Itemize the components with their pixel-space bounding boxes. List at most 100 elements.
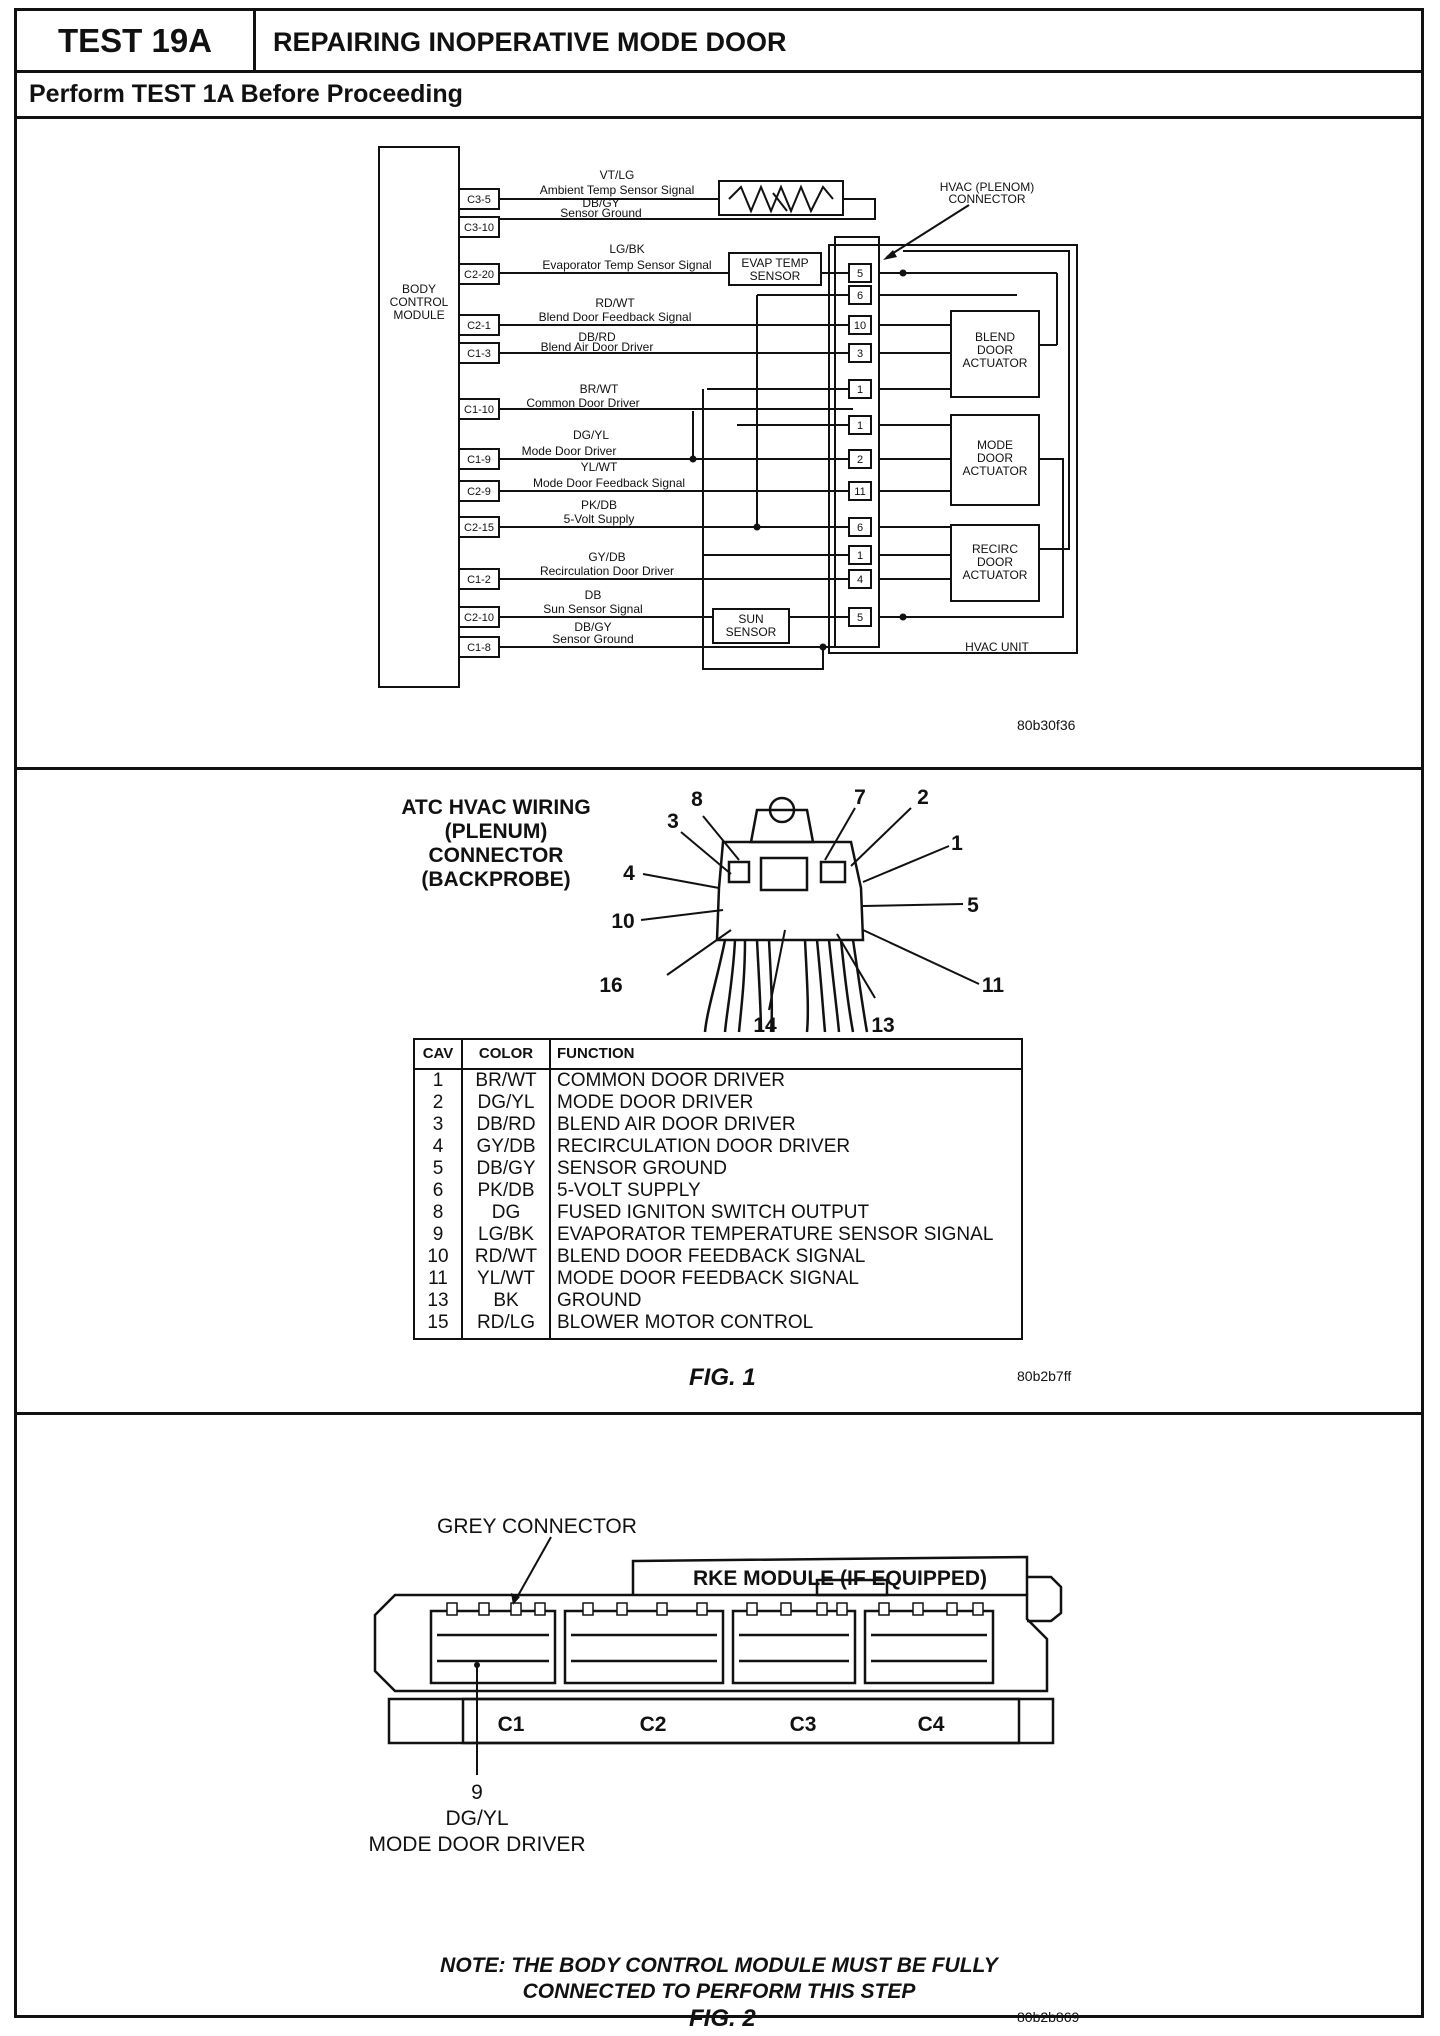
- cell-color: YL/WT: [461, 1268, 551, 1290]
- wire-desc: Sensor Ground: [552, 632, 633, 646]
- cell-cav: 9: [413, 1224, 463, 1246]
- cell-color: PK/DB: [461, 1180, 551, 1202]
- cavity-number: 6: [857, 290, 863, 302]
- callout-16: 16: [599, 974, 622, 997]
- recirc-actuator-label-1: RECIRC: [972, 542, 1018, 556]
- pin-label: C2-1: [467, 320, 491, 332]
- evap-sensor-label-2: SENSOR: [750, 269, 801, 283]
- evap-sensor-box: [728, 252, 822, 286]
- plenum-label-1: HVAC (PLENOM): [940, 180, 1034, 194]
- wire-color: DB/GY: [574, 620, 611, 634]
- cavity-number: 4: [857, 574, 863, 586]
- cell-color: DB/RD: [461, 1114, 551, 1136]
- wire-color: PK/DB: [581, 498, 617, 512]
- bcm-label-2: CONTROL: [390, 295, 449, 309]
- connector-c2: [563, 1609, 725, 1685]
- hvac-unit-label: HVAC UNIT: [965, 640, 1029, 654]
- cell-cav: 8: [413, 1202, 463, 1224]
- col-color: COLOR: [461, 1038, 551, 1070]
- blend-actuator-label-3: ACTUATOR: [963, 356, 1028, 370]
- connector-label-c4: C4: [918, 1713, 945, 1736]
- recirc-actuator-box: [950, 524, 1040, 602]
- cell-cav: 3: [413, 1114, 463, 1136]
- wire-desc: Blend Door Feedback Signal: [539, 310, 692, 324]
- test-prerequisite: Perform TEST 1A Before Proceeding: [17, 73, 1421, 119]
- pin-label: C3-10: [464, 222, 494, 234]
- bcm-label-3: MODULE: [393, 308, 444, 322]
- cell-color: DG: [461, 1202, 551, 1224]
- cell-color: LG/BK: [461, 1224, 551, 1246]
- fig1-code: 80b2b7ff: [1017, 1368, 1072, 1384]
- cell-cav: 11: [413, 1268, 463, 1290]
- cell-function: BLEND AIR DOOR DRIVER: [549, 1114, 1023, 1136]
- plenum-connector-drawing: ATC HVAC WIRING (PLENUM) CONNECTOR (BACK…: [401, 786, 1005, 1037]
- bcm-body: [373, 1593, 1049, 1693]
- pin-label: C3-5: [467, 194, 491, 206]
- cell-cav: 4: [413, 1136, 463, 1158]
- evap-sensor-label-1: EVAP TEMP: [741, 256, 808, 270]
- pin-callout-number: 9: [471, 1781, 483, 1804]
- cell-function: MODE DOOR DRIVER: [549, 1092, 1023, 1114]
- bcm-label-1: BODY: [402, 282, 436, 296]
- wire-desc: Mode Door Driver: [522, 444, 617, 458]
- wire-desc: Mode Door Feedback Signal: [533, 476, 685, 490]
- bcm-connector-drawing: GREY CONNECTOR RKE MODULE (IF EQUIPPED) …: [368, 1515, 1063, 1856]
- cell-cav: 6: [413, 1180, 463, 1202]
- plenum-connector: [834, 236, 880, 648]
- plenum-label-2: CONNECTOR: [948, 192, 1025, 206]
- wire-desc: Blend Air Door Driver: [541, 340, 654, 354]
- wire-color: DG/YL: [573, 428, 609, 442]
- cavity-number: 2: [857, 454, 863, 466]
- test-id: TEST 19A: [17, 11, 256, 70]
- blend-actuator-label-1: BLEND: [975, 330, 1015, 344]
- col-function: FUNCTION: [549, 1038, 1023, 1070]
- cell-function: FUSED IGNITON SWITCH OUTPUT: [549, 1202, 1023, 1224]
- figure-code: 80b30f36: [1017, 717, 1076, 733]
- callout-8: 8: [691, 788, 703, 811]
- callout-10: 10: [611, 910, 634, 933]
- wire-desc: 5-Volt Supply: [564, 512, 635, 526]
- callout-14: 14: [753, 1014, 777, 1037]
- pin-label: C1-10: [464, 404, 494, 416]
- connector-label-c3: C3: [790, 1713, 817, 1736]
- callout-1: 1: [951, 832, 963, 855]
- hvac-unit-outline: [828, 244, 1078, 654]
- mode-actuator-label-2: DOOR: [977, 451, 1013, 465]
- fig1-section: ATC HVAC WIRING (PLENUM) CONNECTOR (BACK…: [17, 770, 1421, 1415]
- fig2-section: GREY CONNECTOR RKE MODULE (IF EQUIPPED) …: [17, 1415, 1421, 2032]
- cell-function: COMMON DOOR DRIVER: [549, 1069, 1023, 1092]
- sun-sensor-label-1: SUN: [738, 612, 763, 626]
- wire-desc: Evaporator Temp Sensor Signal: [542, 258, 711, 272]
- cell-color: RD/LG: [461, 1312, 551, 1340]
- page-frame: TEST 19A REPAIRING INOPERATIVE MODE DOOR…: [14, 8, 1424, 2032]
- wire-color: LG/BK: [609, 242, 644, 256]
- blend-actuator-label-2: DOOR: [977, 343, 1013, 357]
- callout-4: 4: [623, 862, 635, 885]
- cell-color: BR/WT: [461, 1069, 551, 1092]
- cell-cav: 13: [413, 1290, 463, 1312]
- cavity-number: 6: [857, 522, 863, 534]
- cavity-number: 3: [857, 348, 863, 360]
- cell-color: DB/GY: [461, 1158, 551, 1180]
- rke-module-label: RKE MODULE (IF EQUIPPED): [693, 1567, 987, 1590]
- callout-2: 2: [917, 786, 929, 809]
- grey-connector-label: GREY CONNECTOR: [437, 1515, 637, 1538]
- wire-color: DB/RD: [578, 330, 616, 344]
- callout-7: 7: [854, 786, 866, 809]
- fig2-note-line-1: NOTE: THE BODY CONTROL MODULE MUST BE FU…: [440, 1954, 998, 1977]
- recirc-actuator-label-2: DOOR: [977, 555, 1013, 569]
- sun-sensor-label-2: SENSOR: [726, 625, 777, 639]
- pin-label: C2-9: [467, 486, 491, 498]
- cell-function: GROUND: [549, 1290, 1023, 1312]
- pin-label: C2-15: [464, 522, 494, 534]
- connector-c4: [863, 1609, 995, 1685]
- pin-label: C1-2: [467, 574, 491, 586]
- callout-11: 11: [982, 974, 1005, 997]
